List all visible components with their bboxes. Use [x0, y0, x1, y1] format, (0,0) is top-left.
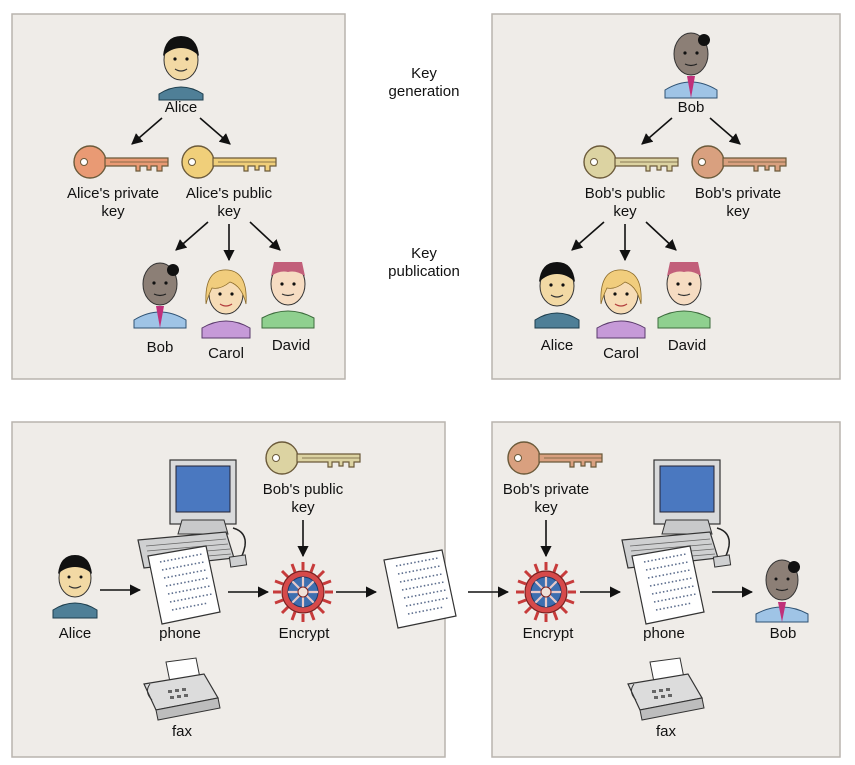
send-phone-label: phone — [159, 625, 201, 642]
alice-avatar-icon — [534, 262, 580, 329]
receive-key-label-line2: key — [534, 499, 558, 516]
bob-avatar-icon — [664, 32, 718, 99]
alice-private-key-label-line2: key — [101, 203, 125, 220]
key-generation-label-line1: Key — [411, 65, 437, 82]
decrypt-wheel-icon — [514, 560, 578, 624]
encrypt-wheel-icon — [271, 560, 335, 624]
david-avatar-icon — [657, 262, 711, 329]
recipient-bob-label: Bob — [147, 339, 174, 356]
arrow-bob-public-to-david — [645, 221, 677, 251]
recipient-carol-label: Carol — [208, 345, 244, 362]
recipient-david-label: David — [272, 337, 310, 354]
key-publication-label-line1: Key — [411, 245, 437, 262]
alice-private-key-label-line1: Alice's private — [67, 185, 159, 202]
key-publication-label-line2: publication — [388, 263, 460, 280]
bob-public-key-label-line1: Bob's public — [585, 185, 666, 202]
alice-public-key-label-line2: key — [217, 203, 241, 220]
alice-label: Alice — [165, 99, 198, 116]
bob-private-key-label-line1: Bob's private — [695, 185, 781, 202]
arrow-bob-public-to-alice — [571, 221, 605, 251]
carol-avatar-icon — [201, 269, 251, 339]
bob-avatar-icon — [133, 262, 187, 329]
alice-sender-avatar-icon — [52, 555, 98, 619]
arrow-alice-public-to-bob — [175, 221, 209, 251]
arrow-alice-public-to-david — [249, 221, 281, 251]
receive-encrypt-label: Encrypt — [523, 625, 575, 642]
receive-key-label-line1: Bob's private — [503, 481, 589, 498]
send-encrypt-label: Encrypt — [279, 625, 331, 642]
receive-fax-label: fax — [656, 723, 677, 740]
arrow-bob-to-public — [641, 117, 673, 145]
david-avatar-icon — [261, 262, 315, 329]
arrow-alice-to-public — [199, 117, 231, 145]
send-fax-label: fax — [172, 723, 193, 740]
alice-public-key-label-line1: Alice's public — [186, 185, 273, 202]
bob-receiver-avatar-icon — [755, 559, 809, 623]
recipient-carol-label: Carol — [603, 345, 639, 362]
bob-label: Bob — [678, 99, 705, 116]
bob-public-key-label-line2: key — [613, 203, 637, 220]
sender-alice-label: Alice — [59, 625, 92, 642]
alice-avatar-icon — [158, 36, 204, 101]
receiver-bob-label: Bob — [770, 625, 797, 642]
recipient-david-label: David — [668, 337, 706, 354]
carol-avatar-icon — [596, 269, 646, 339]
receive-phone-label: phone — [643, 625, 685, 642]
arrow-alice-to-private — [131, 117, 163, 145]
send-key-label-line2: key — [291, 499, 315, 516]
send-key-label-line1: Bob's public — [263, 481, 344, 498]
recipient-alice-label: Alice — [541, 337, 574, 354]
arrow-bob-to-private — [709, 117, 741, 145]
bob-private-key-label-line2: key — [726, 203, 750, 220]
key-generation-label-line2: generation — [389, 83, 460, 100]
